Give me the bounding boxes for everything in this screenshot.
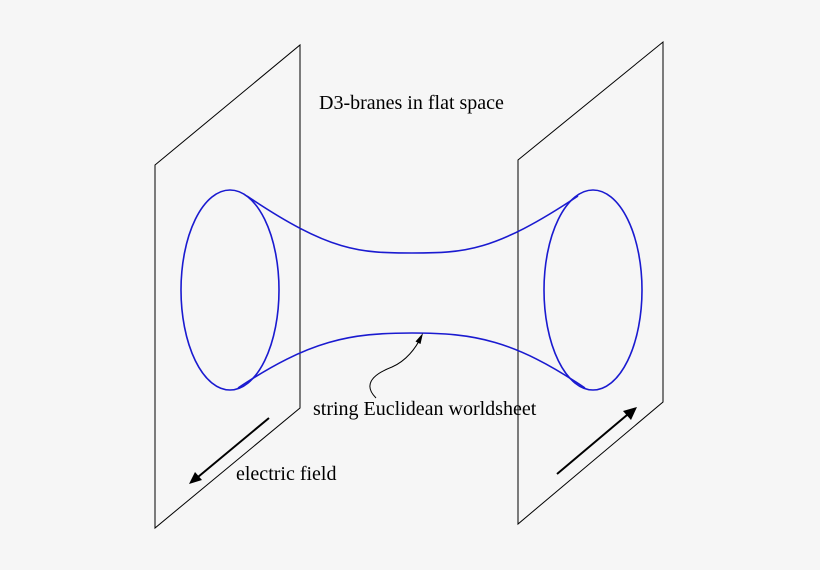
worldsheet-label: string Euclidean worldsheet [313, 398, 537, 420]
left-brane [154, 43, 301, 530]
left-boundary-circle [180, 189, 280, 391]
worldsheet-lower-edge [237, 332, 586, 389]
right-field-arrow [556, 414, 628, 475]
worldsheet-leader-arrowhead [415, 333, 423, 344]
worldsheet-upper-edge [246, 195, 579, 254]
left-field-arrow [197, 417, 270, 478]
right-field-arrowhead [623, 407, 637, 420]
left-field-arrowhead [189, 472, 202, 484]
right-boundary-circle [543, 189, 643, 391]
electric-field-label: electric field [236, 463, 337, 485]
right-brane [517, 40, 664, 526]
worldsheet-tube [180, 189, 643, 391]
worldsheet-leader-line [369, 336, 422, 399]
diagram-title: D3-branes in flat space [319, 92, 504, 114]
